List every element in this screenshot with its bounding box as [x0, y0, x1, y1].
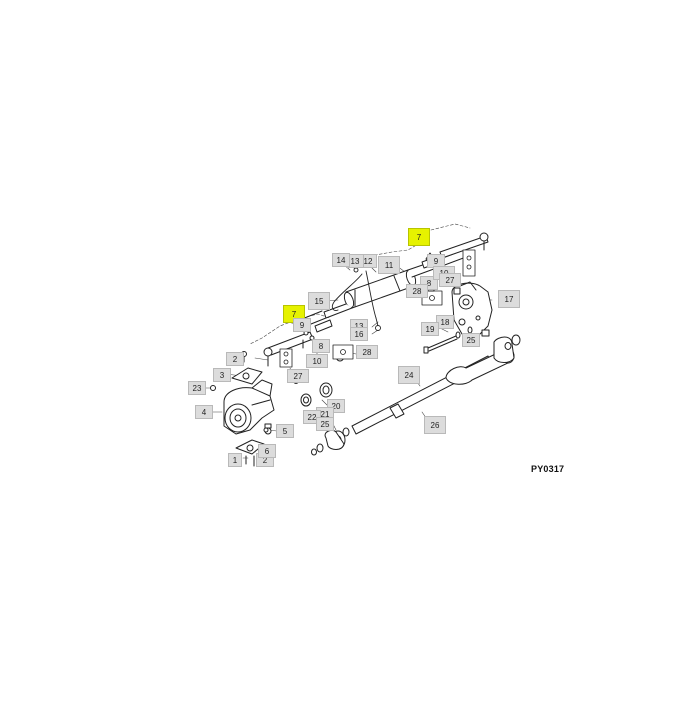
- ball-joint-upper: [210, 351, 263, 391]
- callout-part-14[interactable]: 14: [332, 253, 350, 267]
- callout-part-15[interactable]: 15: [308, 292, 330, 310]
- callout-part-5[interactable]: 5: [276, 424, 294, 438]
- callout-part-4[interactable]: 4: [195, 405, 213, 419]
- callout-part-25[interactable]: 25: [462, 333, 480, 347]
- steering-knuckle-left: [223, 379, 275, 435]
- callout-part-28[interactable]: 28: [356, 345, 378, 359]
- diagram-reference-code: PY0317: [531, 464, 565, 474]
- callout-part-27[interactable]: 27: [439, 273, 461, 287]
- tie-rod-left: [263, 319, 333, 367]
- callout-part-17[interactable]: 17: [498, 290, 520, 308]
- pivot-bushings-left: [311, 427, 350, 456]
- callout-part-6[interactable]: 6: [258, 444, 276, 458]
- hydraulic-hoses: [331, 267, 381, 331]
- callout-part-1[interactable]: 1: [228, 453, 242, 467]
- callout-part-2[interactable]: 2: [226, 352, 244, 366]
- callout-part-9[interactable]: 9: [293, 318, 311, 332]
- callout-part-16[interactable]: 16: [350, 327, 368, 341]
- callout-part-7[interactable]: 7: [408, 228, 430, 246]
- callout-part-19[interactable]: 19: [421, 322, 439, 336]
- callout-part-11[interactable]: 11: [378, 256, 400, 274]
- pivot-shaft: [351, 334, 521, 435]
- callout-part-26[interactable]: 26: [424, 416, 446, 434]
- callout-part-3[interactable]: 3: [213, 368, 231, 382]
- callout-part-24[interactable]: 24: [398, 366, 420, 384]
- steering-knuckle-right: [451, 281, 493, 337]
- callout-part-28[interactable]: 28: [406, 284, 428, 298]
- callout-part-23[interactable]: 23: [188, 381, 206, 395]
- callout-part-8[interactable]: 8: [312, 339, 330, 353]
- callout-part-25[interactable]: 25: [316, 417, 334, 431]
- callout-part-10[interactable]: 10: [306, 354, 328, 368]
- callout-part-27[interactable]: 27: [287, 369, 309, 383]
